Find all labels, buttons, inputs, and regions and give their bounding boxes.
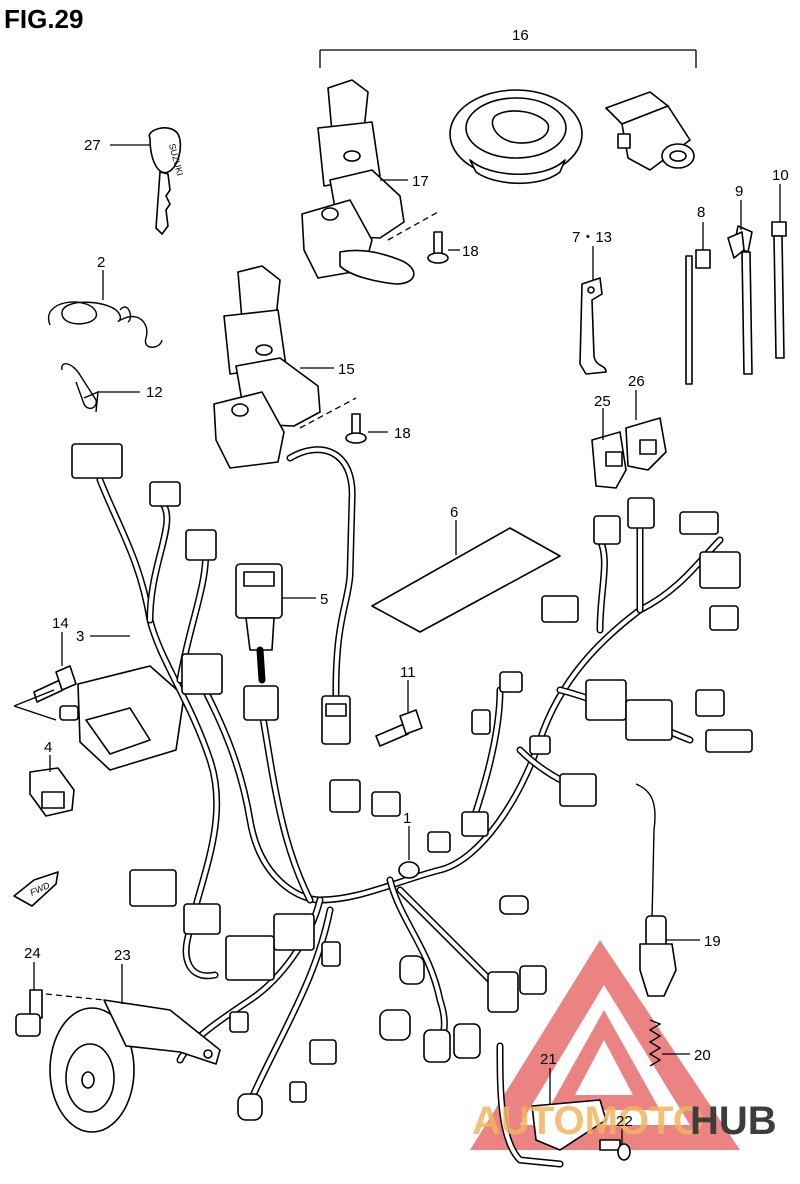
callout-10: 10 xyxy=(772,167,789,184)
screw-18-lower xyxy=(345,413,367,444)
relay-connector xyxy=(235,563,283,684)
callout-18-upper: 18 xyxy=(462,243,479,260)
screw-18-upper xyxy=(427,231,449,264)
fwd-arrow-icon: FWD xyxy=(13,871,59,907)
return-spring xyxy=(648,1019,662,1067)
bracket-21 xyxy=(496,1042,607,1168)
bolt-14 xyxy=(33,665,77,703)
connector-25 xyxy=(591,431,627,489)
figure-title: FIG.29 xyxy=(4,4,83,34)
callout-12: 12 xyxy=(146,384,163,401)
horn xyxy=(49,999,221,1133)
screw-22 xyxy=(599,1139,631,1161)
watermark-text-hub: HUB xyxy=(690,1099,777,1143)
stop-switch xyxy=(635,783,677,997)
fuse-4 xyxy=(29,767,75,817)
cable-tie-8 xyxy=(685,249,711,385)
seat-lock-cylinder xyxy=(605,91,695,171)
callout-9: 9 xyxy=(735,183,743,200)
ignition-switch-upper xyxy=(301,79,415,285)
callout-2: 2 xyxy=(97,254,105,271)
callout-25: 25 xyxy=(594,393,611,410)
callout-20: 20 xyxy=(694,1047,711,1064)
cable-tie-9 xyxy=(727,225,753,375)
callout-6: 6 xyxy=(450,504,458,521)
callout-14: 14 xyxy=(52,615,69,632)
protective-pad xyxy=(371,527,561,633)
callout-5: 5 xyxy=(320,591,328,608)
callout-27: 27 xyxy=(84,137,101,154)
cable-tie-10 xyxy=(771,221,787,359)
callout-24: 24 xyxy=(24,945,41,962)
callout-4: 4 xyxy=(44,739,52,756)
callout-23: 23 xyxy=(114,947,131,964)
callout-3: 3 xyxy=(76,628,84,645)
callout-1: 1 xyxy=(403,810,411,827)
key-part: SUZUKI xyxy=(148,127,185,235)
fuel-tank-cap xyxy=(449,89,583,185)
callout-22: 22 xyxy=(616,1113,633,1130)
watermark-logo xyxy=(470,940,740,1150)
connector-26 xyxy=(625,417,667,471)
callout-19: 19 xyxy=(704,933,721,950)
callout-26: 26 xyxy=(628,373,645,390)
harness-bracket xyxy=(579,277,607,375)
callout-16-bracket xyxy=(319,49,697,68)
callout-8: 8 xyxy=(697,204,705,221)
wire-clip-part xyxy=(61,363,99,413)
harness-connectors xyxy=(71,443,753,1121)
ignition-switch-lower xyxy=(213,265,356,745)
callout-18-lower: 18 xyxy=(394,425,411,442)
bolt-24 xyxy=(15,989,43,1037)
watermark-text-auto: AUTOMOTO xyxy=(472,1099,704,1143)
callout-21: 21 xyxy=(540,1051,557,1068)
spring-clip-part xyxy=(47,301,163,348)
callout-7-13: 7・13 xyxy=(572,229,612,246)
callout-17: 17 xyxy=(412,173,429,190)
bolt-11 xyxy=(375,709,423,747)
callout-11: 11 xyxy=(400,664,416,681)
callout-15: 15 xyxy=(338,361,355,378)
callout-16: 16 xyxy=(512,27,529,44)
fuse-box xyxy=(59,665,185,771)
